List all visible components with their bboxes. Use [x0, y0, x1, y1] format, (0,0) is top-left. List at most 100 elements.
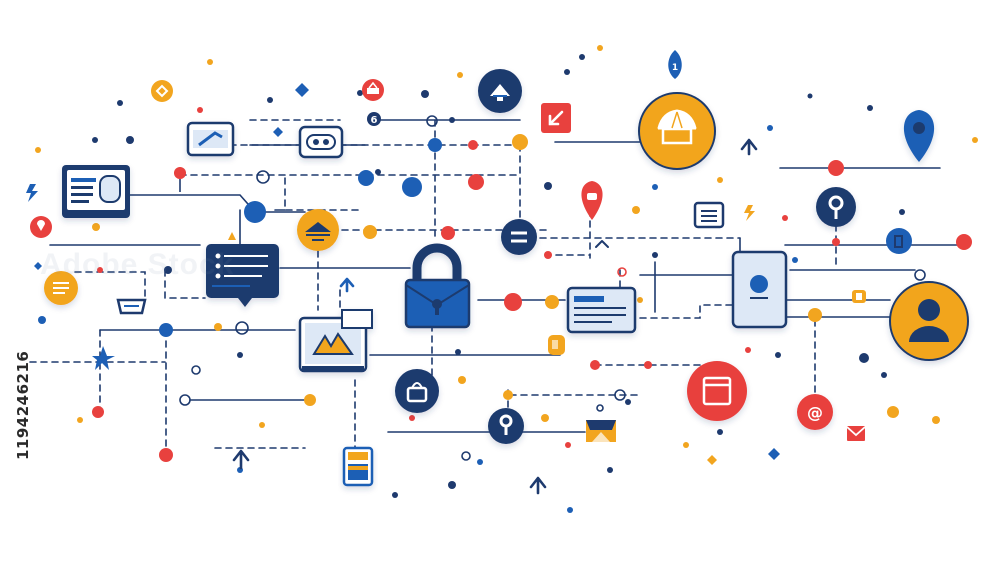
- toggle-switch-icon: [298, 125, 344, 159]
- dot: [881, 372, 887, 378]
- dot: [159, 448, 173, 462]
- arrow-up-icon: [232, 449, 250, 470]
- bookmark-icon: [548, 335, 565, 355]
- airplane-icon: [92, 346, 115, 370]
- monitor-icon: [62, 165, 130, 218]
- arrow-up-icon: [339, 277, 355, 293]
- location-pin-icon: [174, 167, 186, 192]
- dot: [503, 390, 513, 400]
- dot: [867, 105, 873, 111]
- connector-line: [74, 271, 146, 301]
- dot: [717, 429, 723, 435]
- coin-icon: [151, 80, 173, 102]
- dot: [782, 215, 788, 221]
- diamond-shape: [273, 127, 283, 137]
- dot: [625, 399, 631, 405]
- arrow-up-icon: [595, 240, 609, 248]
- scatter-dots: [35, 45, 978, 513]
- shopping-bag-icon: [395, 369, 439, 413]
- dot: [159, 323, 173, 337]
- dot: [164, 266, 172, 274]
- menu-icon: [501, 219, 537, 255]
- dot: [449, 117, 455, 123]
- pin-marker: [228, 232, 236, 240]
- dot: [597, 45, 603, 51]
- diamond-shape: [34, 262, 42, 270]
- dot: [92, 223, 100, 231]
- browser-window-icon: [687, 361, 747, 421]
- dot: [468, 140, 478, 150]
- connector-line: [284, 177, 361, 211]
- battery-icon: [886, 228, 912, 254]
- dot: [468, 174, 484, 190]
- small-number-badge: 6: [367, 112, 381, 126]
- chat-window-icon: [206, 244, 279, 307]
- hollow-dot: [256, 170, 270, 184]
- at-sign-icon: @: [797, 394, 833, 430]
- dot: [402, 177, 422, 197]
- dot: [775, 352, 781, 358]
- dot: [544, 251, 552, 259]
- dot: [457, 72, 463, 78]
- dot: [607, 467, 613, 473]
- lightning-icon: [744, 205, 755, 221]
- location-pin-icon: [30, 216, 52, 238]
- dot: [541, 414, 549, 422]
- dot: [899, 209, 905, 215]
- dot: [637, 297, 643, 303]
- shop-awning-icon: [638, 92, 716, 170]
- location-pin-icon: 1: [668, 50, 682, 79]
- dot: [717, 177, 723, 183]
- dot: [267, 97, 273, 103]
- dot: [428, 138, 442, 152]
- mail-icon: [846, 426, 866, 441]
- hollow-dot: [617, 267, 627, 277]
- dot: [807, 93, 813, 99]
- dot: [590, 360, 600, 370]
- dot: [828, 160, 844, 176]
- hollow-dot: [461, 451, 471, 461]
- dot: [632, 206, 640, 214]
- dot: [97, 267, 103, 273]
- dot: [357, 90, 363, 96]
- dot: [409, 415, 415, 421]
- hollow-dot: [914, 269, 926, 281]
- dot: [808, 308, 822, 322]
- key-icon: [816, 187, 856, 227]
- dot: [244, 201, 266, 223]
- chat-bubble-icon: [478, 69, 522, 113]
- dot: [38, 316, 46, 324]
- dot: [375, 169, 381, 175]
- dot: [644, 361, 652, 369]
- dot: [887, 406, 899, 418]
- dot: [832, 238, 840, 246]
- user-avatar-icon: [889, 281, 969, 361]
- arrow-up-icon: [740, 138, 758, 156]
- dot: [512, 134, 528, 150]
- download-icon: [541, 103, 571, 133]
- dot: [207, 59, 213, 65]
- dot: [579, 54, 585, 60]
- document-icon: [693, 201, 725, 229]
- dot: [458, 376, 466, 384]
- diamond-shape: [707, 455, 717, 465]
- hollow-dot: [596, 404, 604, 412]
- dot: [565, 442, 571, 448]
- dot: [259, 422, 265, 428]
- shopping-basket-icon: [116, 298, 147, 315]
- svg-text:@: @: [807, 403, 823, 422]
- dot: [455, 349, 461, 355]
- connector-line: [129, 194, 306, 213]
- connector-line: [164, 269, 206, 299]
- dot: [567, 507, 573, 513]
- dot: [304, 394, 316, 406]
- dot: [972, 137, 978, 143]
- dot: [745, 347, 751, 353]
- dot: [448, 481, 456, 489]
- hollow-dot: [426, 115, 438, 127]
- battery-icon: [342, 446, 374, 487]
- browser-window-icon: [186, 121, 235, 157]
- coin-icon: [852, 290, 866, 303]
